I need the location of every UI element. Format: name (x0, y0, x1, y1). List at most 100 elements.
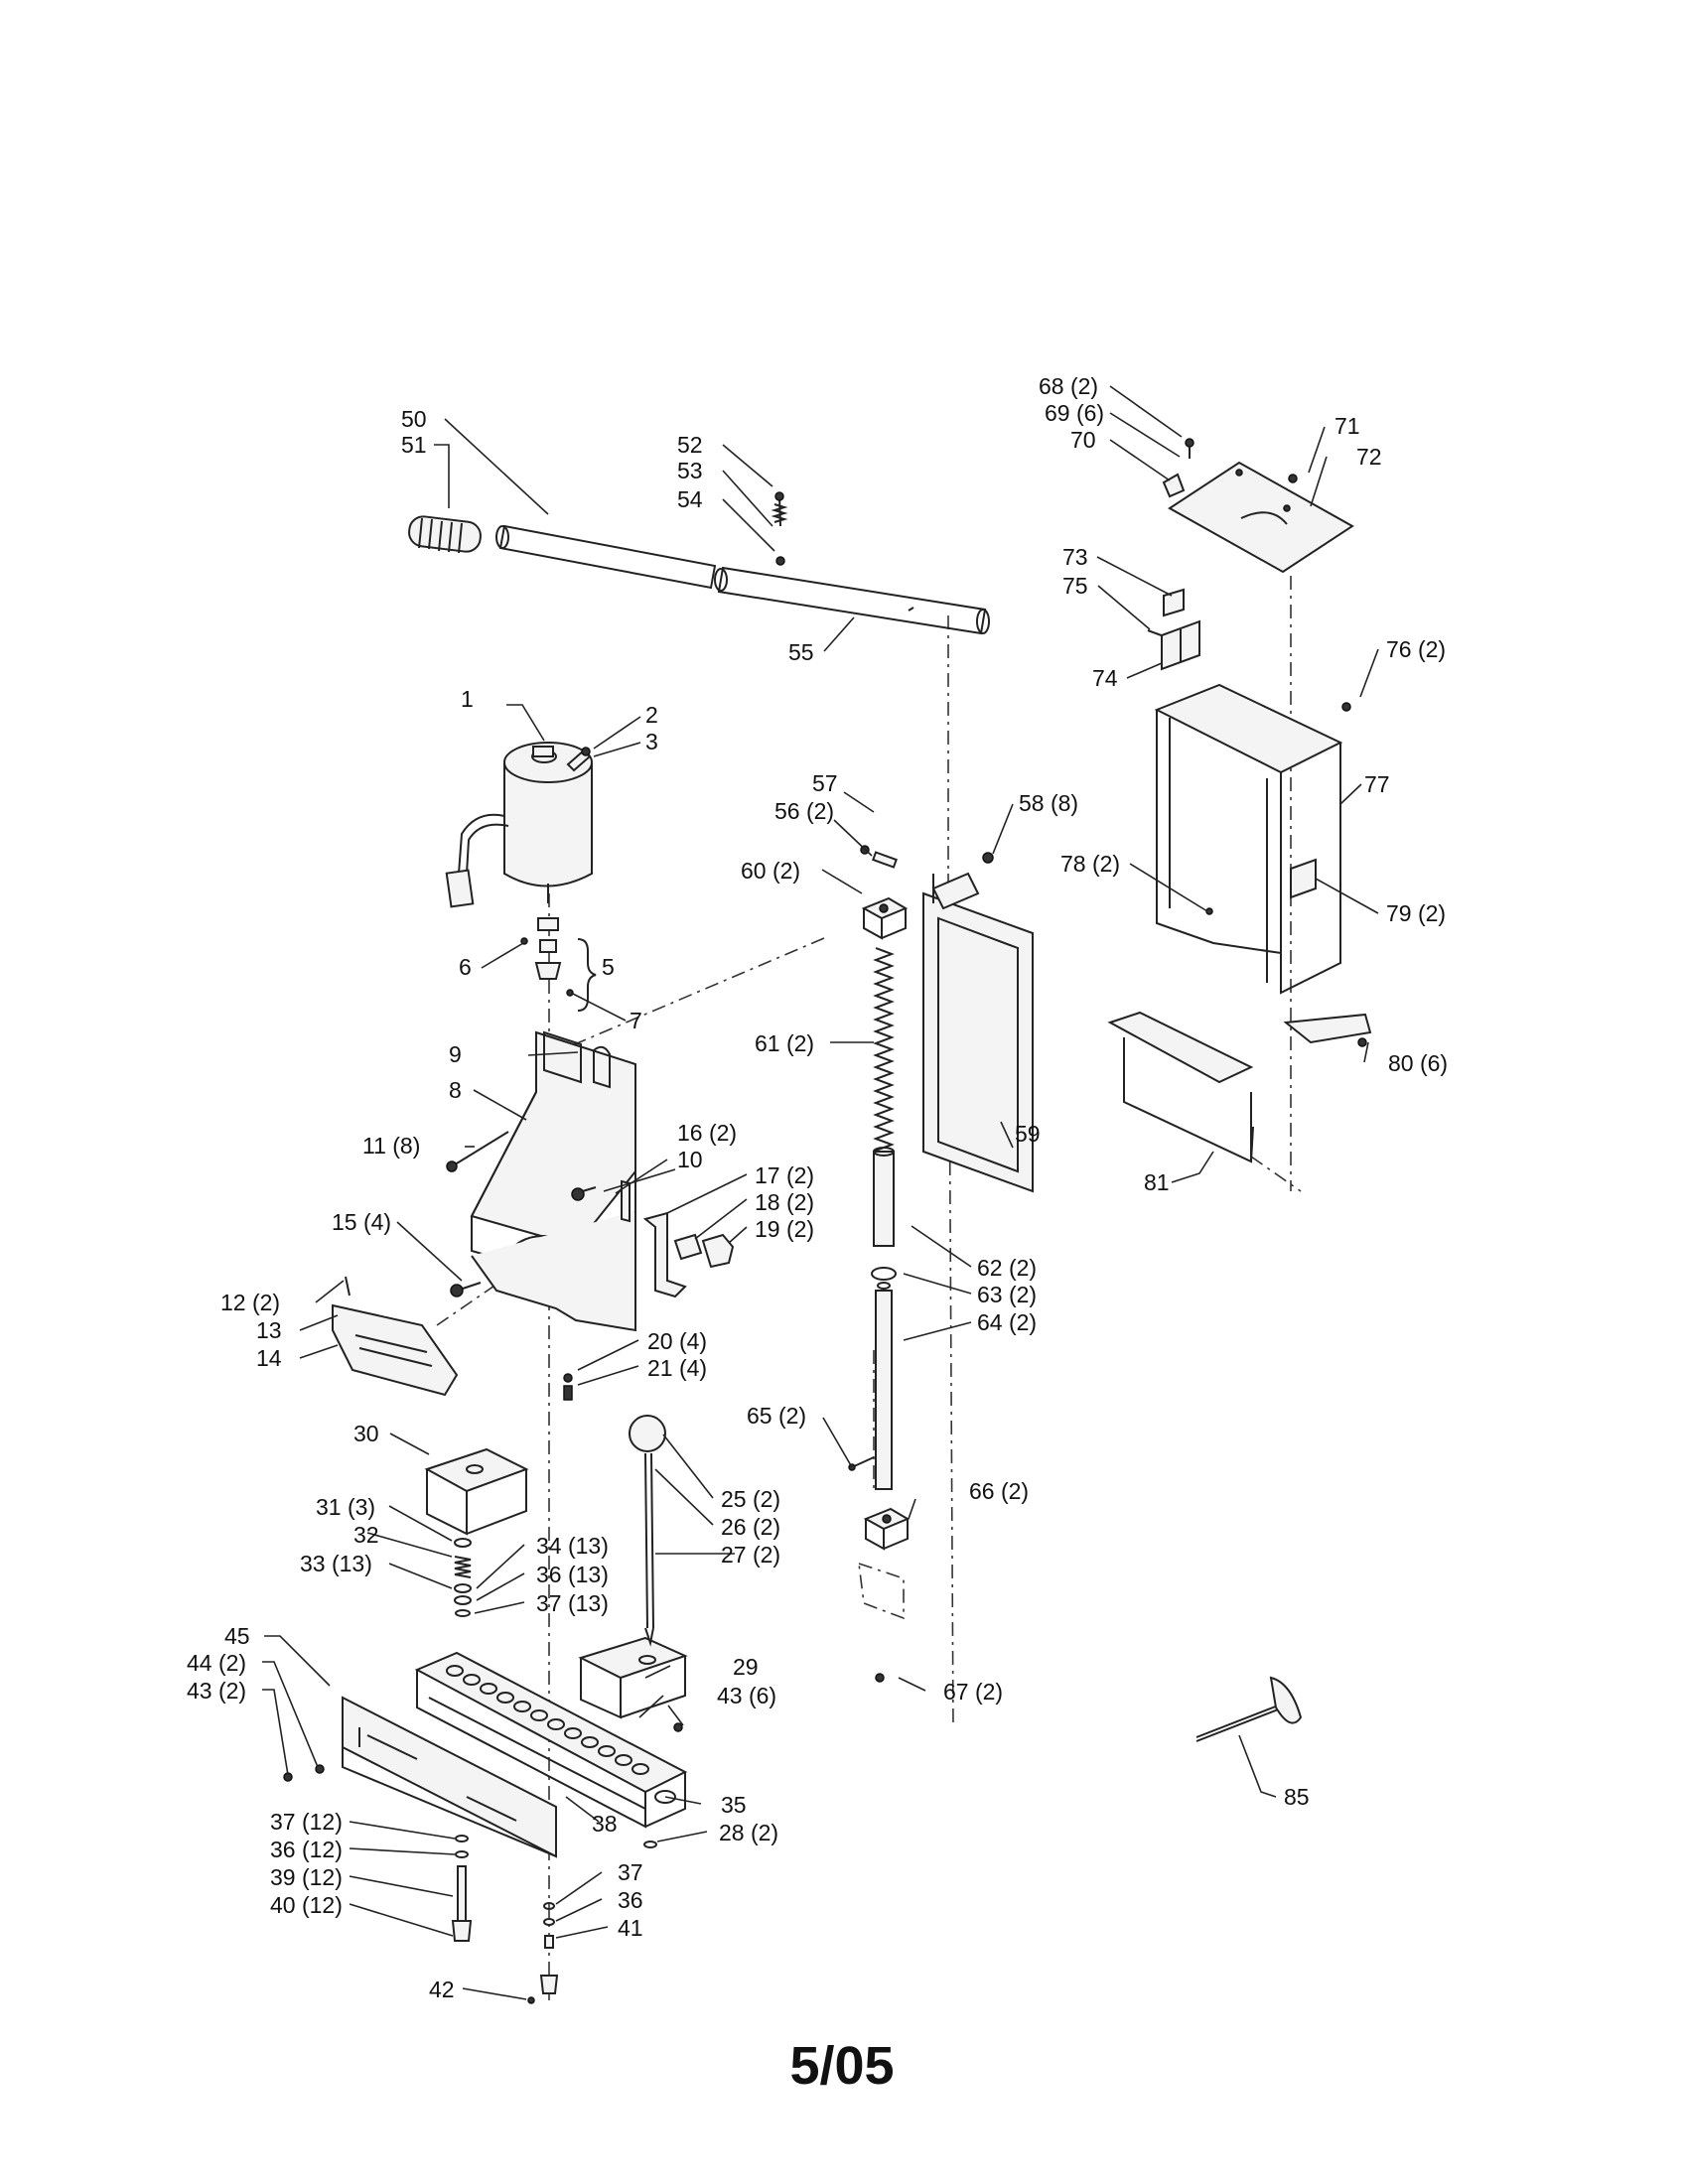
callout-45: 45 (224, 1623, 250, 1649)
callout-36-13: 36 (13) (536, 1562, 609, 1587)
callout-43-2: 43 (2) (187, 1678, 246, 1704)
callout-18: 18 (2) (755, 1189, 814, 1215)
callout-37: 37 (618, 1859, 643, 1885)
callout-74: 74 (1092, 665, 1118, 691)
callout-85: 85 (1284, 1784, 1310, 1810)
callout-28: 28 (2) (719, 1820, 778, 1845)
cover-81 (1107, 1011, 1254, 1163)
column-shaft (848, 1290, 893, 1490)
callout-76: 76 (2) (1386, 636, 1446, 662)
callout-9: 9 (449, 1041, 462, 1067)
callout-39: 39 (12) (270, 1864, 343, 1890)
callout-72: 72 (1356, 444, 1382, 470)
callout-34: 34 (13) (536, 1533, 609, 1559)
callout-60: 60 (2) (741, 858, 800, 884)
callout-50: 50 (401, 406, 427, 432)
callout-20: 20 (4) (647, 1328, 707, 1354)
handle-tube (495, 524, 717, 590)
callout-19: 19 (2) (755, 1216, 814, 1242)
callout-78: 78 (2) (1060, 851, 1120, 877)
callout-73: 73 (1062, 544, 1088, 570)
callout-11: 11 (8) (362, 1133, 420, 1159)
callout-16: 16 (2) (677, 1120, 737, 1146)
callout-10: 10 (677, 1147, 703, 1172)
leader-lines (262, 385, 1379, 2000)
callout-43-6: 43 (6) (717, 1683, 776, 1708)
callout-17: 17 (2) (755, 1162, 814, 1188)
callout-5: 5 (602, 954, 615, 980)
callout-77: 77 (1364, 771, 1390, 797)
callout-7: 7 (630, 1008, 642, 1033)
motor-bracket (470, 1030, 636, 1332)
callout-2: 2 (645, 702, 658, 728)
bottom-bracket-ghost (858, 1562, 905, 1683)
handle-lever (714, 566, 990, 635)
column-sleeve (871, 1147, 897, 1290)
bearing-top (861, 896, 909, 940)
callout-12: 12 (2) (220, 1290, 280, 1315)
callout-52: 52 (677, 432, 703, 458)
callout-58: 58 (8) (1019, 790, 1078, 816)
bracket-hardware (446, 1131, 597, 1401)
callout-75: 75 (1062, 573, 1088, 599)
callout-35: 35 (721, 1792, 747, 1818)
callout-62: 62 (2) (977, 1255, 1037, 1281)
callout-36: 36 (618, 1887, 643, 1913)
callout-36-12: 36 (12) (270, 1837, 343, 1862)
callout-1: 1 (461, 686, 474, 712)
callout-33: 33 (13) (300, 1551, 372, 1576)
callout-51: 51 (401, 432, 427, 458)
callout-66: 66 (2) (969, 1478, 1029, 1504)
callout-56: 56 (2) (774, 798, 834, 824)
callout-32: 32 (353, 1522, 379, 1548)
callout-41: 41 (618, 1915, 643, 1941)
latch-73-75 (1147, 588, 1200, 671)
handle-pin-spring (771, 491, 788, 566)
handle-grip (408, 515, 482, 554)
callout-70: 70 (1070, 427, 1096, 453)
revision-date: 5/05 (789, 2036, 895, 2096)
motor (445, 742, 593, 908)
latch-assembly (642, 1211, 735, 1298)
callout-68: 68 (2) (1039, 373, 1098, 399)
callout-14: 14 (256, 1345, 282, 1371)
callout-8: 8 (449, 1077, 462, 1103)
callout-71: 71 (1334, 413, 1360, 439)
callout-42: 42 (429, 1977, 455, 2002)
callout-40: 40 (12) (270, 1892, 343, 1918)
callout-15: 15 (4) (332, 1209, 391, 1235)
name-plate (332, 1276, 459, 1397)
callout-38: 38 (592, 1811, 618, 1837)
callout-31: 31 (3) (316, 1494, 375, 1520)
spindle-rod (629, 1415, 666, 1647)
callout-64: 64 (2) (977, 1309, 1037, 1335)
cover-29 (578, 1636, 688, 1719)
callout-44: 44 (2) (187, 1650, 246, 1676)
housing-77 (1154, 683, 1372, 1047)
group-bracket-5 (577, 938, 597, 1012)
callout-65: 65 (2) (747, 1403, 806, 1429)
callout-81: 81 (1144, 1169, 1170, 1195)
cover-30 (424, 1447, 529, 1536)
callout-59: 59 (1015, 1121, 1041, 1147)
callout-55: 55 (788, 639, 814, 665)
callout-30: 30 (353, 1421, 379, 1446)
callout-6: 6 (459, 954, 472, 980)
t-handle-wrench (1195, 1676, 1303, 1742)
callout-63: 63 (2) (977, 1282, 1037, 1307)
callout-29: 29 (733, 1654, 759, 1680)
callout-79: 79 (2) (1386, 900, 1446, 926)
column-bracket-59 (922, 872, 1034, 1193)
column-pins (860, 845, 994, 869)
callout-26: 26 (2) (721, 1514, 780, 1540)
callout-13: 13 (256, 1317, 282, 1343)
callout-21: 21 (4) (647, 1355, 707, 1381)
callout-57: 57 (812, 770, 838, 796)
callout-54: 54 (677, 486, 703, 512)
motor-switch (566, 747, 592, 772)
bearing-bottom (863, 1507, 911, 1551)
callout-37-12: 37 (12) (270, 1809, 343, 1835)
nozzle-holes (446, 1665, 649, 1775)
front-panel-45 (283, 1696, 683, 1858)
callout-25: 25 (2) (721, 1486, 780, 1512)
